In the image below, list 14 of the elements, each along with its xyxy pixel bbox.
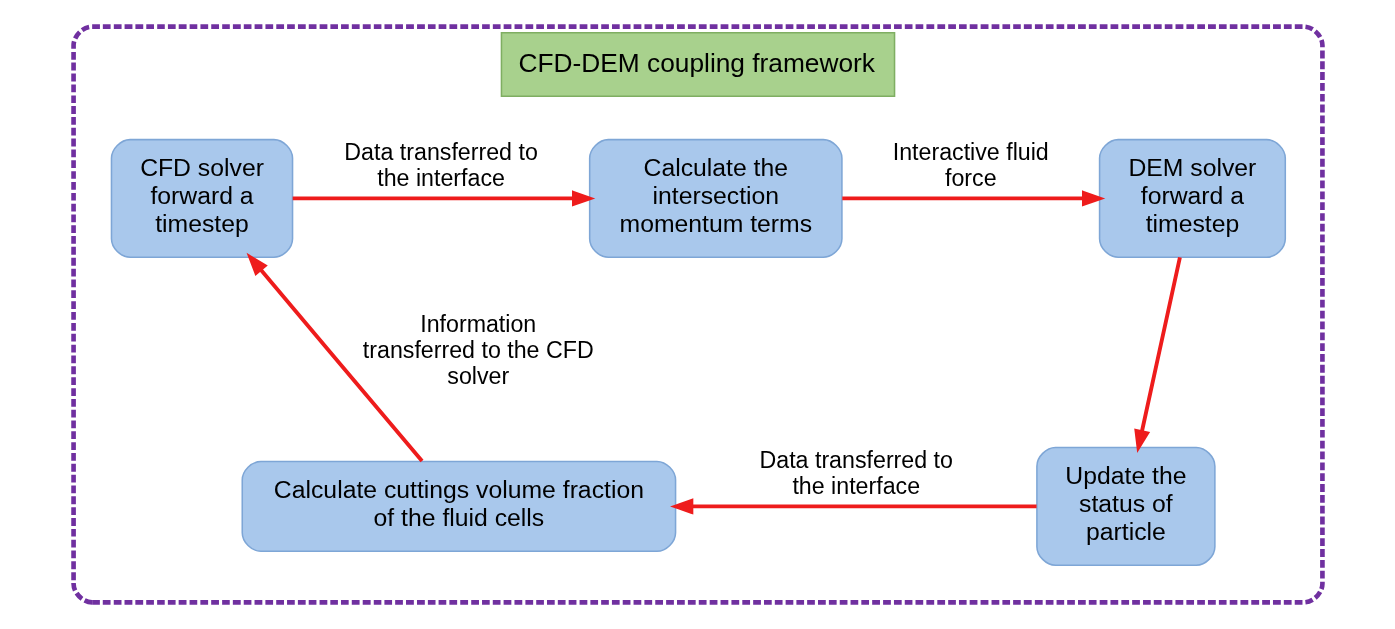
arrow xyxy=(669,498,1037,515)
node-box: Update the status of particle xyxy=(1035,446,1216,566)
node-box: DEM solver forward a timestep xyxy=(1098,138,1286,258)
edge-label: Information transferred to the CFD solver xyxy=(362,310,594,390)
arrow xyxy=(292,190,595,207)
node-box: Calculate the intersection momentum terms xyxy=(588,138,843,258)
edge-label: Data transferred to the interface xyxy=(343,138,538,192)
arrow xyxy=(841,190,1105,207)
arrow xyxy=(246,252,423,463)
edge-label: Data transferred to the interface xyxy=(759,446,953,500)
edge-label: Interactive fluid force xyxy=(892,138,1049,192)
node-box: Calculate cuttings volume fraction of the fluid cells xyxy=(240,460,676,553)
arrow xyxy=(1133,256,1182,453)
node-box: CFD solver forward a timestep xyxy=(110,138,293,258)
